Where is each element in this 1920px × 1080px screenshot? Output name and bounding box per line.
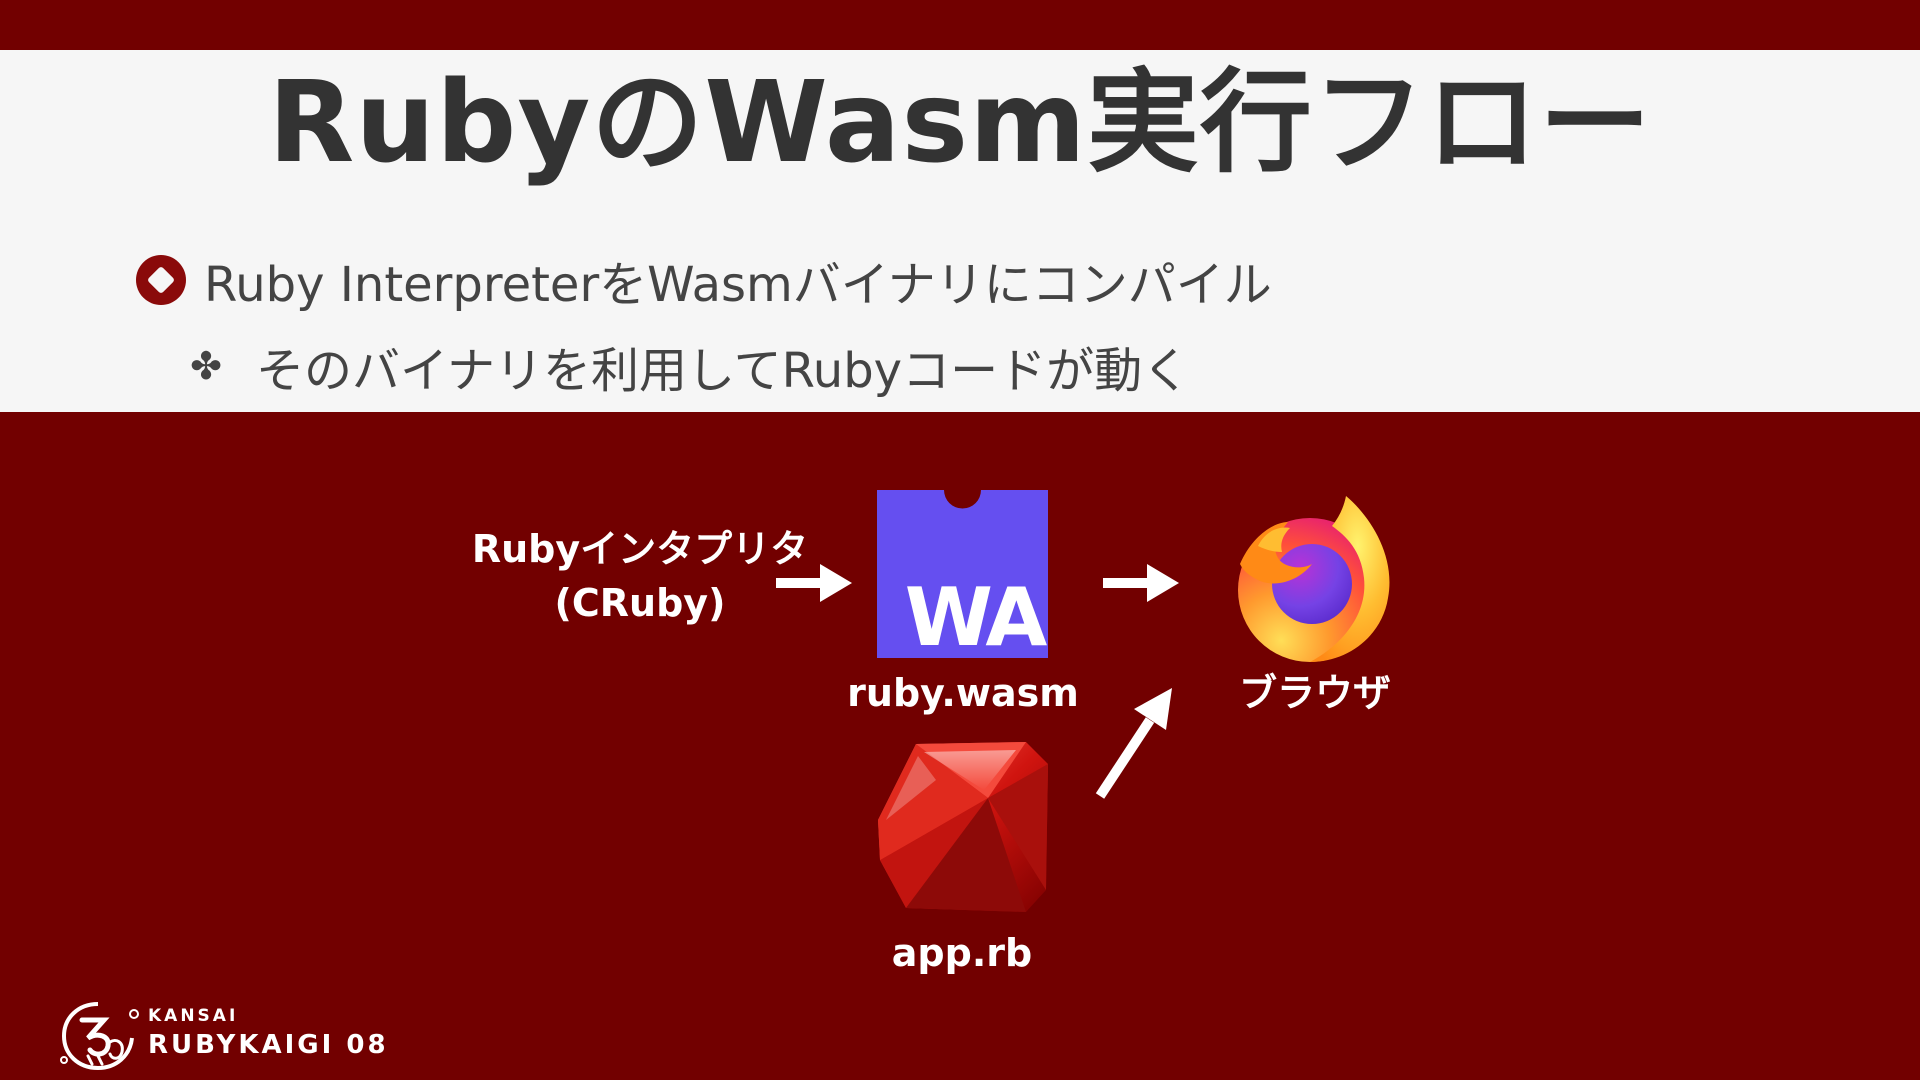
- interpreter-label-line2: (CRuby): [554, 581, 726, 625]
- footer-rubykaigi: RUBYKAIGI 08: [148, 1030, 389, 1060]
- slide-title: RubyのWasm実行フロー: [268, 58, 1652, 188]
- interpreter-label: Rubyインタプリタ (CRuby): [470, 522, 810, 630]
- interpreter-label-line1: Rubyインタプリタ: [471, 527, 809, 571]
- diamond-circle-icon: [136, 255, 186, 305]
- arrow-up-right-icon: [1095, 688, 1172, 799]
- clover-icon: ✤: [190, 344, 222, 388]
- arrow-right-icon: [776, 564, 852, 602]
- app-label: app.rb: [891, 931, 1033, 975]
- bullet-text: Ruby InterpreterをWasmバイナリにコンパイル: [204, 257, 1272, 313]
- bullet-item-2: ✤ そのバイナリを利用してRubyコードが動く: [186, 338, 1190, 399]
- arrow-right-icon: [1103, 564, 1179, 602]
- wasm-logo-text: WA: [905, 571, 1048, 658]
- bullet-item-1: Ruby InterpreterをWasmバイナリにコンパイル: [136, 250, 1272, 313]
- firefox-browser-icon: [1238, 496, 1390, 662]
- browser-label: ブラウザ: [1238, 671, 1391, 715]
- ruby-gem-icon: [878, 742, 1048, 912]
- sub-bullet-text: そのバイナリを利用してRubyコードが動く: [256, 343, 1191, 399]
- wasm-label: ruby.wasm: [847, 671, 1079, 715]
- kansai-rubykaigi-logo-icon: [60, 1002, 139, 1071]
- header-panel: [0, 50, 1920, 412]
- webassembly-logo-icon: WA: [877, 490, 1048, 658]
- footer-kansai: KANSAI: [148, 1006, 239, 1026]
